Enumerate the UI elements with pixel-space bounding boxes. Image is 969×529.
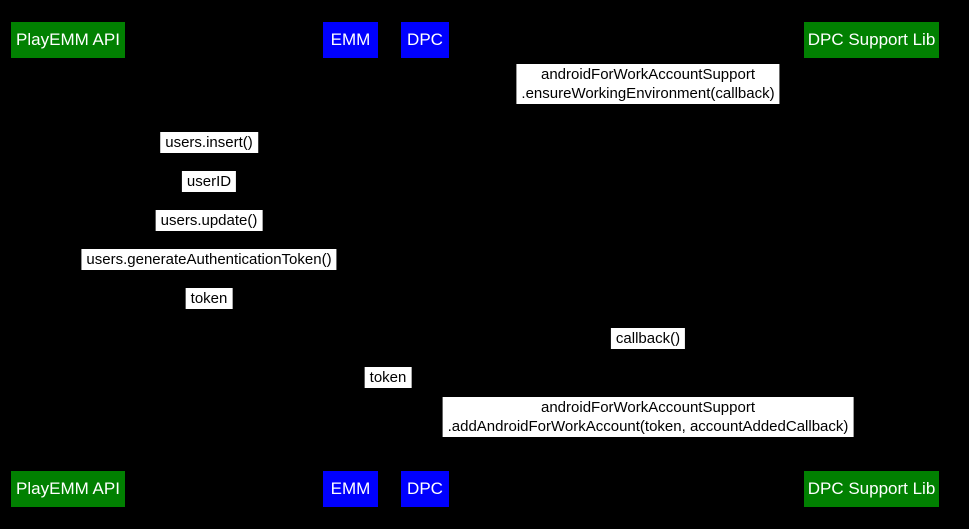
message-label-add-android-for-work-account: androidForWorkAccountSupport .addAndroidF… <box>442 397 854 437</box>
actor-box-playemm-api-top: PlayEMM API <box>11 22 125 58</box>
message-line: token <box>190 290 228 307</box>
message-label-users-generate-auth-token: users.generateAuthenticationToken() <box>81 249 337 270</box>
message-label-users-insert: users.insert() <box>160 132 258 153</box>
message-line: users.update() <box>160 212 258 229</box>
message-line: androidForWorkAccountSupport <box>540 66 755 83</box>
actor-box-emm-bottom: EMM <box>323 471 378 507</box>
actor-box-dpc-bottom: DPC <box>401 471 449 507</box>
actor-box-emm-top: EMM <box>323 22 378 58</box>
message-label-users-update: users.update() <box>155 210 263 231</box>
message-label-token-to-emm: token <box>185 288 233 309</box>
message-line: users.generateAuthenticationToken() <box>86 251 332 268</box>
message-label-user-id: userID <box>181 171 237 192</box>
actor-box-dpc-top: DPC <box>401 22 449 58</box>
actor-box-dpc-support-lib-top: DPC Support Lib <box>804 22 939 58</box>
message-line: callback() <box>615 330 681 347</box>
message-label-token-to-dpc: token <box>364 367 412 388</box>
actor-box-dpc-support-lib-bottom: DPC Support Lib <box>804 471 939 507</box>
actor-box-playemm-api-bottom: PlayEMM API <box>11 471 125 507</box>
message-line: userID <box>186 173 232 190</box>
message-line: androidForWorkAccountSupport <box>541 399 755 416</box>
message-line: .ensureWorkingEnvironment(callback) <box>521 85 775 102</box>
message-line: token <box>369 369 407 386</box>
message-label-ensure-working-environment: androidForWorkAccountSupport .ensureWorki… <box>516 64 780 104</box>
message-label-callback: callback() <box>610 328 686 349</box>
message-line: users.insert() <box>165 134 253 151</box>
message-line: .addAndroidForWorkAccount(token, account… <box>447 418 849 435</box>
